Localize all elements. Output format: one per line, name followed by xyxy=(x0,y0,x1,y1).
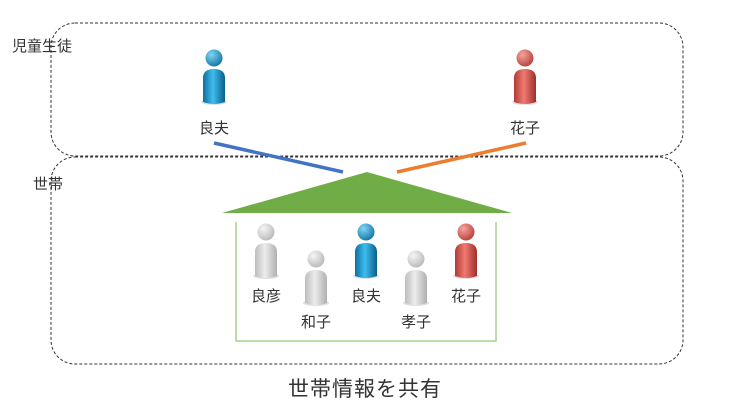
member-label-kazuko: 和子 xyxy=(301,313,331,331)
household-group-border xyxy=(50,156,684,365)
house-body xyxy=(235,222,497,342)
person-icon-member-kazuko xyxy=(303,250,329,306)
person-icon-member-hanako xyxy=(453,223,479,279)
person-icon-member-takako xyxy=(403,250,429,306)
student-label-yoshio: 良夫 xyxy=(199,119,229,137)
person-icon-student-yoshio xyxy=(201,49,227,105)
member-label-yoshio: 良夫 xyxy=(351,287,381,305)
house-roof xyxy=(222,172,512,213)
link-line-hanako xyxy=(396,141,527,174)
link-line-yoshio xyxy=(213,141,344,174)
student-label-hanako: 花子 xyxy=(510,119,540,137)
students-group-border xyxy=(50,22,684,157)
member-label-yoshihiko: 良彦 xyxy=(251,287,281,305)
person-icon-member-yoshio xyxy=(353,223,379,279)
person-icon-student-hanako xyxy=(512,49,538,105)
member-label-hanako: 花子 xyxy=(451,287,481,305)
household-group-label: 世帯 xyxy=(33,175,63,193)
person-icon-member-yoshihiko xyxy=(253,223,279,279)
member-label-takako: 孝子 xyxy=(401,313,431,331)
students-group-label: 児童生徒 xyxy=(12,37,72,55)
caption: 世帯情報を共有 xyxy=(288,377,442,401)
